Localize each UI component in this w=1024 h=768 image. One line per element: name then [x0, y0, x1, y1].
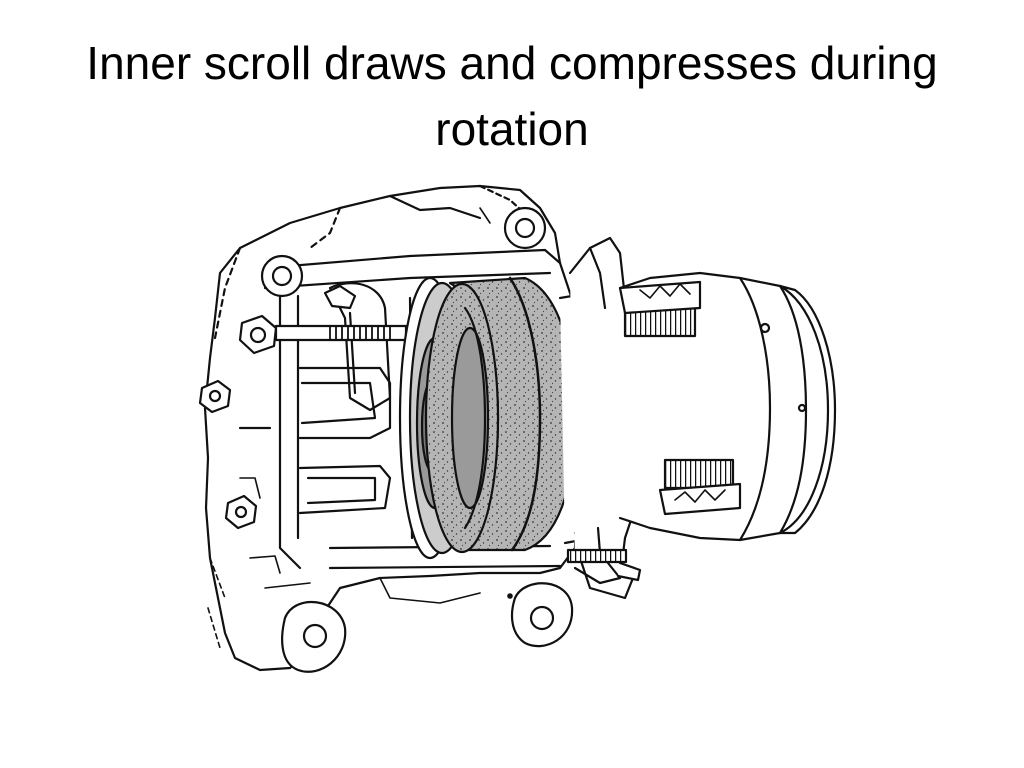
mounting-ear-top-left [260, 254, 304, 298]
mounting-ear-bottom-right [510, 582, 574, 648]
through-bolt [274, 324, 408, 342]
bolt-head-upper [238, 314, 278, 355]
hex-nut-middle [198, 379, 232, 414]
compressor-cutaway-diagram [198, 184, 837, 673]
housing-details [207, 207, 513, 649]
slide-title: Inner scroll draws and compresses during… [86, 37, 938, 155]
clutch-pulley [618, 271, 837, 542]
mounting-ear-top-right [503, 206, 547, 250]
mounting-ear-bottom-left [281, 600, 347, 673]
orbiting-scroll [424, 276, 577, 554]
valve-clip [323, 284, 357, 310]
scroll-housing-ring [508, 276, 542, 552]
hex-nut-lower [224, 494, 258, 530]
